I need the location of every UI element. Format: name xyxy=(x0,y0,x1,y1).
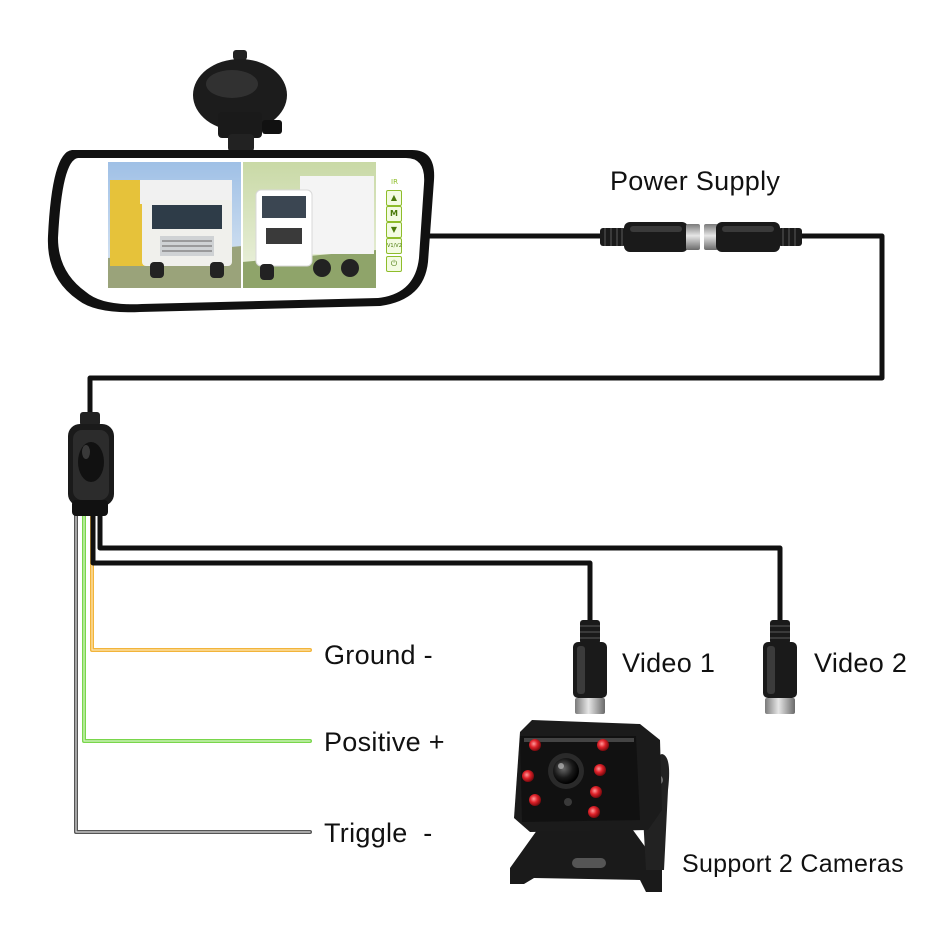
video1-connector xyxy=(573,620,607,714)
power-button[interactable]: ⏻ xyxy=(386,256,402,272)
mode-button[interactable]: M xyxy=(386,206,402,222)
video2-cable xyxy=(97,512,783,625)
power-connector-left xyxy=(600,222,700,252)
channel-switch-button[interactable]: V1/V2 xyxy=(386,238,402,254)
ground-wire xyxy=(90,510,312,652)
ground-label: Ground - xyxy=(324,640,433,670)
suction-cup-mount-icon xyxy=(193,50,287,152)
up-button[interactable]: ▲ xyxy=(386,190,402,206)
power-connector-right xyxy=(704,222,802,252)
triggle-label: Triggle - xyxy=(324,818,433,848)
video2-connector xyxy=(763,620,797,714)
backup-camera-icon xyxy=(510,720,670,892)
mirror-indicator: IR xyxy=(391,178,398,186)
wires xyxy=(74,233,885,834)
power-cable-return xyxy=(87,233,885,423)
support-cameras-label: Support 2 Cameras xyxy=(682,850,904,878)
video1-label: Video 1 xyxy=(622,648,716,678)
video2-label: Video 2 xyxy=(814,648,908,678)
power-supply-label: Power Supply xyxy=(610,166,781,196)
splitter-junction xyxy=(68,412,114,516)
video1-cable xyxy=(90,512,593,625)
rearview-mirror-monitor-icon xyxy=(47,150,435,313)
ir-leds xyxy=(522,739,609,818)
down-button[interactable]: ▼ xyxy=(386,222,402,238)
positive-label: Positive + xyxy=(324,727,445,757)
triggle-wire xyxy=(74,510,312,834)
